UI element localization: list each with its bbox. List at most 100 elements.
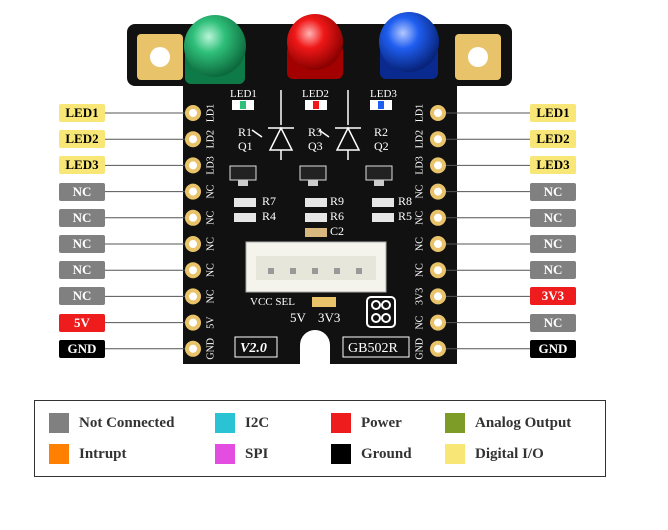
pin-hole xyxy=(434,344,442,353)
right-pin-6: NC xyxy=(414,236,530,252)
silk-c2: C2 xyxy=(330,224,344,238)
left-pin-9: 5V xyxy=(105,314,216,331)
right-pin-7: NC xyxy=(414,262,530,279)
silk-r4: R4 xyxy=(262,209,276,223)
legend-item-digital-io: Digital I/O xyxy=(445,444,544,464)
led-silk-3: LED3 xyxy=(370,88,397,100)
left-pin-label: LED3 xyxy=(59,156,105,175)
gravity-logo-icon xyxy=(366,296,396,328)
pin-hole xyxy=(189,292,197,301)
transistors xyxy=(229,165,393,186)
silk-r3: R3 xyxy=(308,125,322,139)
right-pin-5: NC xyxy=(414,209,530,226)
pin-hole xyxy=(189,318,197,327)
silk-r7: R7 xyxy=(262,194,276,208)
left-pin-label: LED1 xyxy=(59,104,105,122)
silk-q1: Q1 xyxy=(238,139,253,153)
pin-silk-label: LD1 xyxy=(205,104,216,122)
pin-silk-label: 3V3 xyxy=(414,288,425,305)
connector-header xyxy=(245,241,387,293)
pcb-board xyxy=(127,24,512,364)
pin-hole xyxy=(434,213,442,222)
left-pin-10: GND xyxy=(105,338,216,360)
legend-label: Power xyxy=(361,414,402,431)
legend: Not Connected I2C Power Analog Output In… xyxy=(34,400,606,477)
pin-hole xyxy=(189,161,197,170)
silk-r5: R5 xyxy=(398,209,412,223)
diode-symbol-2 xyxy=(318,90,361,160)
right-pin-label: 3V3 xyxy=(530,287,576,306)
left-pin-2: LD2 xyxy=(105,130,216,148)
right-pin-label: NC xyxy=(530,182,576,201)
right-pin-label: NC xyxy=(530,208,576,227)
silk-r6: R6 xyxy=(330,209,344,223)
pin-silk-label: GND xyxy=(205,338,216,360)
left-pin-label: NC xyxy=(59,182,105,201)
left-pin-4: NC xyxy=(105,183,216,200)
left-pin-label: NC xyxy=(59,261,105,280)
legend-swatch xyxy=(445,444,465,464)
mounting-hole-right xyxy=(455,34,501,80)
pin-silk-label: LD2 xyxy=(205,130,216,148)
legend-label: Ground xyxy=(361,445,412,462)
silk-r1: R1 xyxy=(238,125,252,139)
pin-silk-label: NC xyxy=(414,237,425,251)
silk-q2: Q2 xyxy=(374,139,389,153)
left-pin-label: 5V xyxy=(59,313,105,332)
model-label: GB502R xyxy=(348,341,398,356)
pin-silk-label: NC xyxy=(205,211,216,225)
pin-hole xyxy=(434,292,442,301)
pin-silk-label: NC xyxy=(205,289,216,303)
legend-swatch xyxy=(331,413,351,433)
pin-silk-label: NC xyxy=(205,263,216,277)
pin-silk-label: LD1 xyxy=(414,104,425,122)
left-pin-label: GND xyxy=(59,339,105,358)
mounting-hole-left xyxy=(137,34,183,80)
legend-swatch xyxy=(445,413,465,433)
pin-silk-label: GND xyxy=(414,338,425,360)
left-pin-label: LED2 xyxy=(59,130,105,149)
right-pin-10: GND xyxy=(414,338,530,360)
legend-item-interrupt: Intrupt xyxy=(49,444,127,464)
legend-swatch xyxy=(49,413,69,433)
pin-hole xyxy=(189,266,197,275)
legend-swatch xyxy=(331,444,351,464)
silk-r8: R8 xyxy=(398,194,412,208)
pin-silk-label: NC xyxy=(205,184,216,198)
pin-hole xyxy=(434,266,442,275)
pin-silk-label: NC xyxy=(414,211,425,225)
pin-hole xyxy=(189,187,197,196)
green-led xyxy=(184,15,246,84)
pin-silk-label: NC xyxy=(414,263,425,277)
vcc-5v-option: 5V xyxy=(290,310,307,325)
silk-q3: Q3 xyxy=(308,139,323,153)
silk-r9: R9 xyxy=(330,194,344,208)
legend-label: Analog Output xyxy=(475,414,572,431)
legend-label: Not Connected xyxy=(79,414,175,431)
left-pin-label: NC xyxy=(59,235,105,253)
left-pin-1: LD1 xyxy=(105,104,216,122)
silk-r2: R2 xyxy=(374,125,388,139)
pin-silk-label: LD3 xyxy=(414,156,425,174)
left-pin-label: NC xyxy=(59,208,105,227)
right-pin-1: LD1 xyxy=(414,104,530,122)
right-pin-label: GND xyxy=(530,339,576,358)
left-pin-5: NC xyxy=(105,209,216,226)
legend-item-power: Power xyxy=(331,413,402,433)
blue-led xyxy=(379,12,439,79)
left-pin-7: NC xyxy=(105,262,216,279)
red-led xyxy=(287,14,343,79)
left-pin-8: NC xyxy=(105,288,216,305)
right-pin-3: LD3 xyxy=(414,156,530,175)
pin-hole xyxy=(189,240,197,248)
left-pin-6: NC xyxy=(105,236,216,252)
pin-hole xyxy=(434,187,442,196)
right-pin-label: LED2 xyxy=(530,130,576,149)
legend-label: SPI xyxy=(245,445,269,462)
version-label: V2.0 xyxy=(240,341,267,356)
legend-item-ground: Ground xyxy=(331,444,412,464)
pin-silk-label: NC xyxy=(414,315,425,329)
pin-silk-label: 5V xyxy=(205,316,216,329)
pin-hole xyxy=(434,161,442,170)
